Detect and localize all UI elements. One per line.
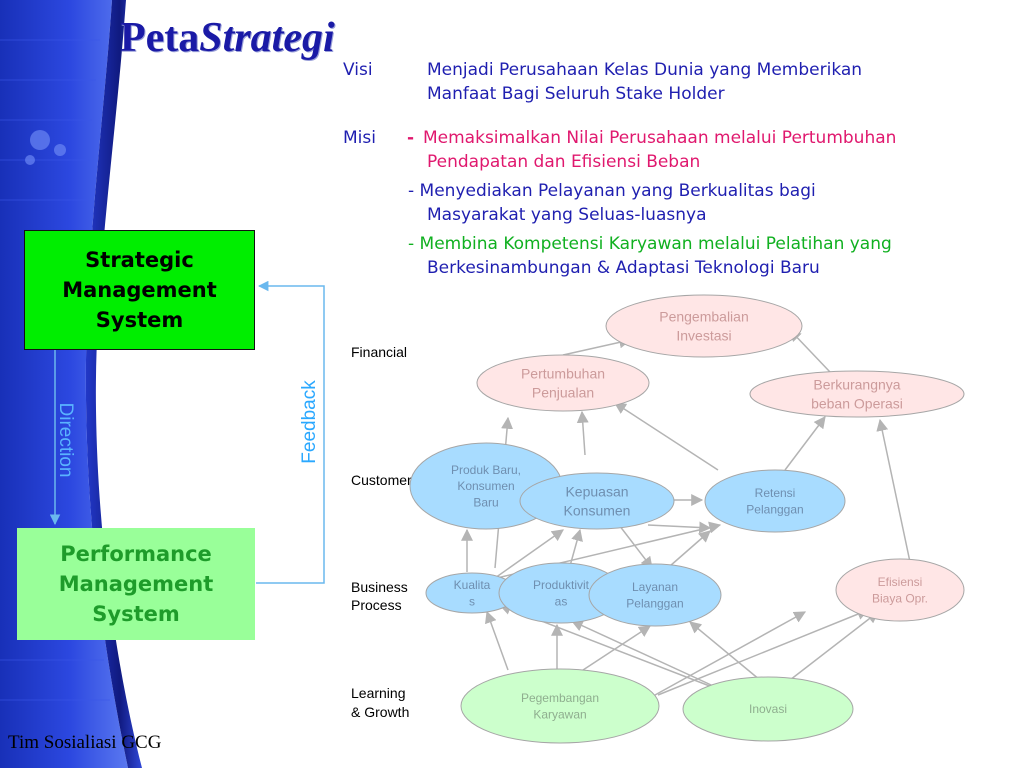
node-kualitas: Kualita s	[425, 572, 519, 614]
row-label-business-1: Business	[351, 579, 408, 595]
performance-box-line-2: Management	[58, 572, 214, 596]
node-ellipse-efisiensi	[835, 558, 965, 622]
node-label-layanan: Pelanggan	[626, 596, 683, 610]
node-label-kepuasan: Konsumen	[564, 502, 631, 518]
row-label-financial: Financial	[351, 344, 408, 360]
node-ellipse-berkurangnya	[749, 370, 965, 418]
strategy-arrow	[689, 621, 761, 681]
node-ellipse-layanan	[588, 563, 722, 627]
strategy-arrow	[494, 529, 564, 579]
node-label-kepuasan: Kepuasan	[565, 483, 628, 499]
node-label-produk: Baru	[473, 495, 498, 509]
performance-box-line-1: Performance	[60, 542, 212, 566]
node-label-inovasi: Inovasi	[749, 702, 787, 716]
node-berkurangnya: Berkurangnya beban Operasi	[749, 370, 965, 418]
node-label-efisiensi: Biaya Opr.	[872, 591, 928, 605]
strategy-arrow	[615, 520, 653, 569]
strategy-arrow	[613, 402, 719, 471]
row-label-customer: Customer	[351, 472, 412, 488]
strategy-arrow	[647, 521, 712, 534]
misi-item2-line-2: Masyarakat yang Seluas-luasnya	[427, 205, 707, 225]
strategic-box-line-2: Management	[62, 278, 217, 302]
node-label-pertumbuhan: Penjualan	[532, 384, 594, 400]
strategy-arrow	[789, 611, 879, 681]
footer-text: Tim Sosialiasi GCG	[8, 732, 162, 753]
strategy-arrow	[570, 620, 723, 691]
node-ellipse-inovasi	[682, 676, 854, 742]
node-label-pegembangan: Karyawan	[533, 707, 586, 721]
node-label-produk: Konsumen	[457, 479, 514, 493]
node-label-layanan: Layanan	[632, 580, 678, 594]
node-label-pegembangan: Pegembangan	[521, 691, 599, 705]
node-ellipse-retensi	[704, 469, 846, 533]
node-label-efisiensi: Efisiensi	[878, 575, 923, 589]
node-label-berkurangnya: Berkurangnya	[813, 376, 900, 392]
misi-item1-line-1: Memaksimalkan Nilai Perusahaan melalui P…	[423, 128, 897, 148]
node-ellipse-pegembangan	[460, 668, 660, 744]
strategy-arrow	[654, 611, 807, 696]
performance-box-line-3: System	[92, 602, 180, 626]
node-label-produktivitas: Produktivit	[533, 578, 590, 592]
node-label-produktivitas: as	[555, 594, 568, 608]
misi-item3-line-1: - Membina Kompetensi Karyawan melalui Pe…	[408, 234, 892, 254]
strategy-arrow	[485, 610, 509, 671]
strategic-box-line-3: System	[95, 308, 184, 332]
misi-item3-line-2: Berkesinambungan & Adaptasi Teknologi Ba…	[427, 258, 820, 278]
visi-line-2: Manfaat Bagi Seluruh Stake Holder	[427, 84, 725, 104]
row-label-learning-2: & Growth	[351, 704, 410, 720]
misi-label: Misi	[343, 128, 376, 148]
node-label-pengembalian: Pengembalian	[659, 308, 749, 324]
strategy-arrow	[669, 530, 711, 567]
visi-label: Visi	[343, 60, 373, 80]
node-label-pengembalian: Investasi	[676, 327, 731, 343]
node-label-kualitas: Kualita	[454, 578, 491, 592]
strategy-arrow	[562, 336, 632, 356]
strategy-arrow	[576, 410, 589, 456]
node-ellipse-pengembalian	[605, 294, 803, 358]
node-label-retensi: Pelanggan	[746, 502, 803, 516]
strategy-arrow	[657, 608, 870, 696]
misi-item1-line-2: Pendapatan dan Efisiensi Beban	[427, 152, 701, 172]
node-ellipse-kepuasan	[519, 472, 675, 530]
row-label-learning-1: Learning	[351, 685, 406, 701]
misi-item1-dash: -	[407, 128, 415, 148]
feedback-arrow	[256, 280, 325, 584]
node-label-berkurangnya: beban Operasi	[811, 395, 903, 411]
node-label-retensi: Retensi	[755, 486, 796, 500]
page-title: PetaStrategi	[120, 15, 335, 61]
node-label-pertumbuhan: Pertumbuhan	[521, 365, 605, 381]
node-label-produk: Produk Baru,	[451, 463, 521, 477]
node-inovasi: Inovasi	[682, 676, 854, 742]
strategy-arrow	[876, 418, 911, 563]
strategy-arrow	[784, 416, 826, 471]
strategic-box-line-1: Strategic	[85, 248, 194, 272]
node-ellipse-pertumbuhan	[476, 354, 650, 412]
row-label-business-2: Process	[351, 597, 402, 613]
visi-line-1: Menjadi Perusahaan Kelas Dunia yang Memb…	[427, 60, 863, 80]
node-produktivitas: Produktivit as	[498, 562, 624, 624]
misi-item2-line-1: - Menyediakan Pelayanan yang Berkualitas…	[408, 181, 816, 201]
node-label-kualitas: s	[469, 594, 475, 608]
